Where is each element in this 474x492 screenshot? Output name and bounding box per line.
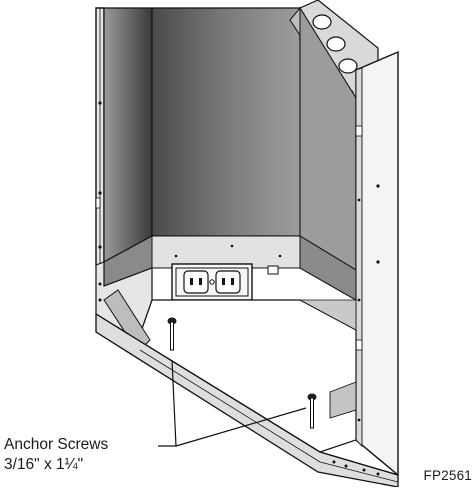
figure-id: FP2561 bbox=[423, 468, 472, 483]
anchor-screws-size: 3/16" x 1¼" bbox=[4, 456, 84, 473]
anchor-screw-right bbox=[307, 393, 317, 429]
anchor-screws-label: Anchor Screws bbox=[4, 436, 109, 453]
front-hearth-strip bbox=[95, 312, 399, 488]
anchor-screw-left bbox=[167, 317, 177, 351]
right-outer-panel bbox=[355, 50, 399, 477]
left-side-panel bbox=[95, 7, 153, 270]
callout-leader-lines bbox=[158, 359, 307, 447]
anchor-screws-callout: Anchor Screws 3/16" x 1¼" bbox=[4, 435, 108, 475]
back-wall bbox=[151, 7, 301, 237]
electrical-outlet bbox=[171, 263, 279, 301]
